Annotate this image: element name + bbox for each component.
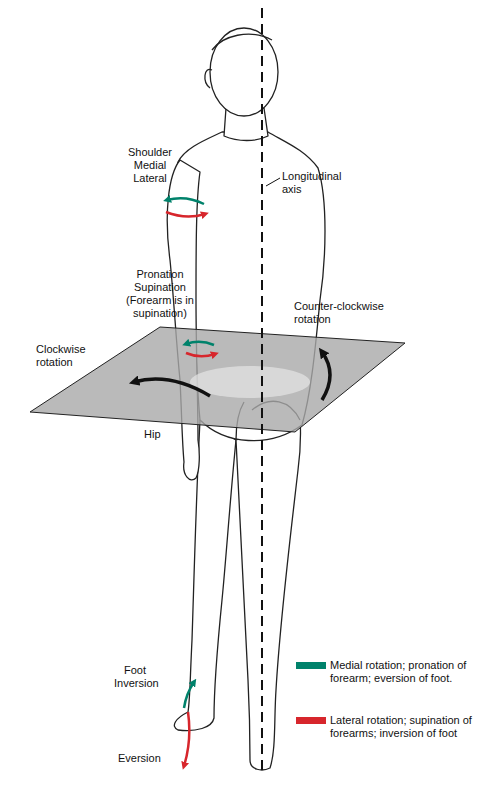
legend-text: Lateral rotation; supination of forearms… — [330, 714, 492, 740]
legend-swatch — [296, 662, 326, 669]
leader-line — [266, 178, 280, 186]
part-label: Lateral — [110, 172, 190, 185]
part-label: Foot — [124, 664, 184, 677]
part-label: Supination — [110, 281, 210, 294]
counterclockwise-arrow — [322, 352, 330, 400]
part-label: Eversion — [118, 752, 178, 765]
eversion-arrow — [184, 712, 189, 766]
clockwise-arrow — [134, 379, 210, 396]
part-label: Counter-clockwise rotation — [294, 300, 404, 326]
part-label: Shoulder — [110, 146, 190, 159]
legend-text: Medial rotation; pronation of forearm; e… — [330, 659, 492, 685]
medial-rotation-arrow — [167, 198, 204, 204]
part-label: Inversion — [114, 677, 184, 690]
part-label: (Forearm is in supination) — [110, 294, 210, 320]
part-label: Medial — [110, 159, 190, 172]
inversion-arrow — [184, 682, 194, 708]
transverse-plane — [30, 327, 405, 432]
part-label: Clockwise rotation — [36, 343, 106, 369]
part-label: Longitudinal axis — [282, 170, 362, 196]
part-label: Pronation — [110, 268, 210, 281]
longitudinal-axis-line — [261, 8, 263, 776]
supination-arrow — [186, 353, 215, 356]
part-label: Hip — [144, 428, 184, 441]
legend-swatch — [296, 717, 326, 724]
lateral-rotation-arrow — [166, 212, 205, 217]
pronation-arrow — [186, 342, 214, 345]
